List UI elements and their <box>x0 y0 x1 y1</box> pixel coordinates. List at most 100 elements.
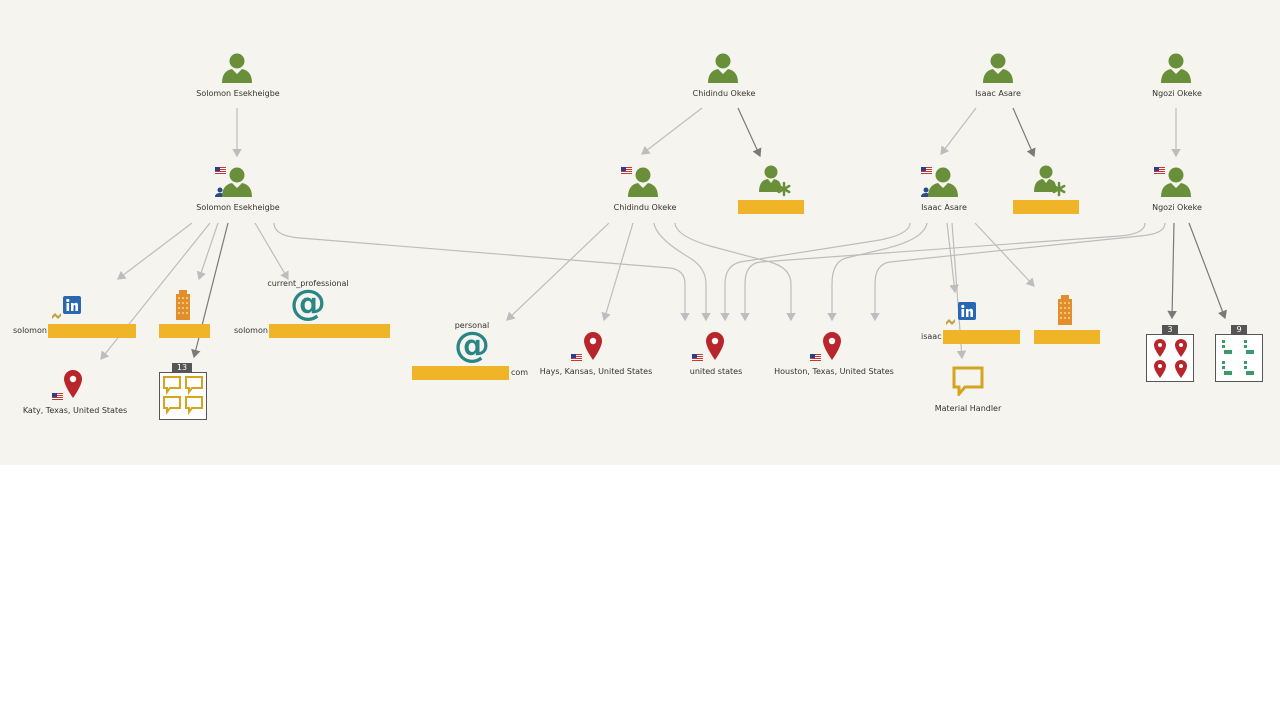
edge <box>946 222 959 294</box>
location-group-node[interactable] <box>1146 334 1194 382</box>
us-flag-icon <box>1154 167 1165 174</box>
us-flag-icon <box>215 167 226 174</box>
email-suffix: com <box>511 368 529 377</box>
edge <box>870 222 1166 322</box>
us-flag-icon <box>571 354 582 361</box>
email-prefix: solomon <box>234 326 268 335</box>
email-icon[interactable]: @ <box>454 325 490 366</box>
redacted-label <box>1013 200 1079 214</box>
location-label: Katy, Texas, United States <box>22 406 128 415</box>
edge <box>273 222 690 322</box>
location-node-united-states[interactable] <box>706 332 724 360</box>
location-node-houston[interactable] <box>823 332 841 360</box>
count-badge: 13 <box>172 363 192 372</box>
count-badge: 9 <box>1231 325 1247 334</box>
person-icon <box>1161 167 1191 197</box>
person-node-ngozi-top[interactable] <box>1159 52 1193 84</box>
redacted-email <box>412 366 509 380</box>
person-label: Chidindu Okeke <box>692 89 756 98</box>
person-label: Solomon Esekheigbe <box>196 89 280 98</box>
edge <box>740 222 1146 322</box>
company-node-solomon[interactable] <box>174 290 192 320</box>
company-node-isaac[interactable] <box>1056 295 1074 325</box>
redacted-company <box>159 324 210 338</box>
email-type-label: current_professional <box>267 279 349 288</box>
person-node-chidindu[interactable] <box>626 166 660 198</box>
person-label: Isaac Asare <box>975 89 1021 98</box>
job-title-node[interactable] <box>952 366 984 399</box>
person-icon <box>983 53 1013 83</box>
location-node-hays[interactable] <box>584 332 602 360</box>
footprint-icon <box>1222 340 1254 375</box>
person-label: Solomon Esekheigbe <box>196 203 280 212</box>
person-node-isaac-top[interactable] <box>981 52 1015 84</box>
location-label: Hays, Kansas, United States <box>539 367 653 376</box>
person-node-chidindu-top[interactable] <box>706 52 740 84</box>
linkedin-icon <box>958 302 976 320</box>
person-icon <box>928 167 958 197</box>
handshake-icon <box>52 313 61 319</box>
location-node-katy[interactable] <box>64 370 82 398</box>
redacted-label <box>738 200 804 214</box>
edge <box>674 222 796 322</box>
person-icon <box>708 53 738 83</box>
job-title-label: Material Handler <box>934 404 1002 413</box>
linkedin-node-isaac[interactable] <box>958 302 976 320</box>
person-icon <box>222 167 252 197</box>
person-star-icon <box>759 165 791 197</box>
linkedin-node-solomon[interactable] <box>63 296 81 314</box>
person-node-ngozi[interactable] <box>1159 166 1193 198</box>
linkedin-prefix: isaac <box>921 332 942 341</box>
footprint-group-node[interactable] <box>1215 334 1263 382</box>
building-icon <box>1058 295 1072 325</box>
location-pin-icon <box>584 332 602 360</box>
edge <box>100 222 211 360</box>
person-icon <box>628 167 658 197</box>
edge <box>1167 222 1177 320</box>
edge <box>196 222 219 281</box>
edge <box>737 107 762 158</box>
alias-node-chidindu[interactable] <box>758 164 792 198</box>
edge <box>1012 107 1036 158</box>
location-pin-icon <box>823 332 841 360</box>
location-pins-icon <box>1154 339 1187 378</box>
edge <box>117 222 193 280</box>
person-node-isaac[interactable] <box>926 166 960 198</box>
alias-node-isaac[interactable] <box>1033 164 1067 198</box>
person-label: Isaac Asare <box>921 203 967 212</box>
edge <box>1188 222 1227 320</box>
edge <box>601 222 634 322</box>
building-icon <box>176 290 190 320</box>
location-label: Houston, Texas, United States <box>774 367 894 376</box>
linkedin-icon <box>63 296 81 314</box>
speech-bubble-icon <box>952 366 984 399</box>
person-icon <box>1161 53 1191 83</box>
redacted-company <box>1034 330 1100 344</box>
handshake-icon <box>946 319 955 325</box>
redacted-linkedin <box>48 324 136 338</box>
person-label: Chidindu Okeke <box>613 203 677 212</box>
redacted-linkedin <box>943 330 1020 344</box>
edge <box>720 222 911 322</box>
email-type-label: personal <box>454 321 490 330</box>
edge <box>254 222 289 281</box>
location-pin-icon <box>706 332 724 360</box>
redacted-email <box>269 324 390 338</box>
message-group-node[interactable] <box>159 372 207 420</box>
linkedin-prefix: solomon <box>13 326 47 335</box>
message-icon <box>163 376 203 415</box>
graph-canvas[interactable]: Solomon Esekheigbe Chidindu Okeke Isaac … <box>0 0 1280 465</box>
us-flag-icon <box>692 354 703 361</box>
edge <box>974 222 1035 287</box>
person-label: Ngozi Okeke <box>1152 89 1202 98</box>
location-pin-icon <box>64 370 82 398</box>
email-icon[interactable]: @ <box>290 283 326 324</box>
person-icon <box>222 53 252 83</box>
count-badge: 3 <box>1162 325 1178 334</box>
us-flag-icon <box>52 393 63 400</box>
us-flag-icon <box>810 354 821 361</box>
edge <box>940 107 977 155</box>
edge <box>641 107 703 155</box>
person-node-solomon[interactable] <box>220 166 254 198</box>
person-node-solomon-top[interactable] <box>220 52 254 84</box>
